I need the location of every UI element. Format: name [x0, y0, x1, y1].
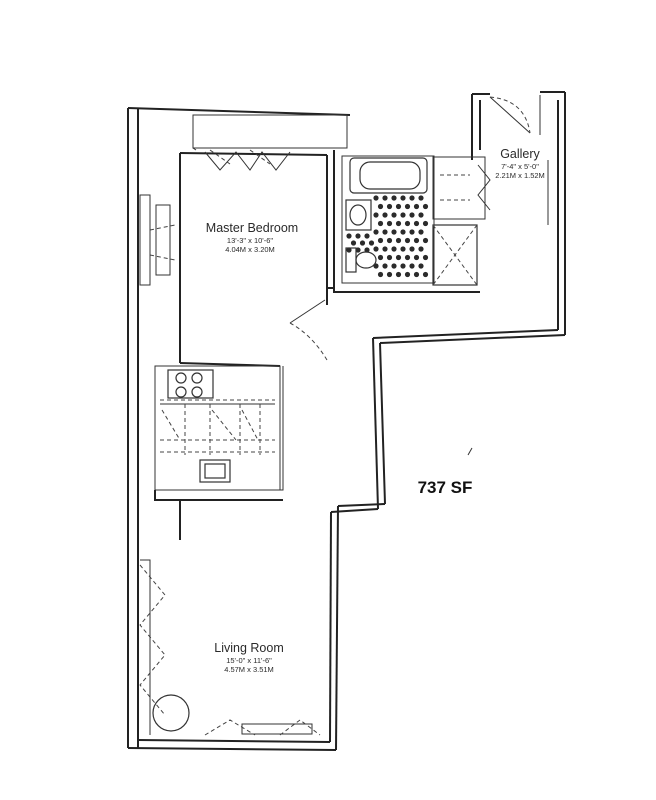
kitchen	[154, 365, 284, 540]
north-tick	[467, 447, 473, 456]
floor-tile	[386, 237, 393, 244]
floor-tile	[382, 246, 388, 252]
floor-tile	[382, 212, 388, 218]
floor-tile	[391, 229, 397, 235]
floor-tile	[413, 237, 420, 244]
living-room-name: Living Room	[214, 641, 283, 655]
floor-tile	[350, 240, 357, 246]
floor-tile	[400, 229, 406, 235]
living-room	[139, 559, 321, 736]
floor-tile	[404, 237, 411, 244]
floor-tile	[400, 263, 406, 269]
master-bedroom-name: Master Bedroom	[206, 221, 298, 235]
floor-tile	[373, 229, 379, 235]
floor-tile	[377, 220, 384, 227]
floor-tile	[386, 254, 393, 261]
floor-tile	[413, 220, 420, 227]
floor-tile	[409, 212, 415, 218]
floor-tile	[413, 271, 420, 278]
floor-tile	[373, 246, 379, 252]
gallery-name: Gallery	[500, 147, 540, 161]
floor-tile	[377, 271, 384, 278]
floor-tile	[377, 254, 384, 261]
floor-tile	[391, 263, 397, 269]
floor-tile	[422, 220, 429, 227]
floor-tile	[404, 271, 411, 278]
floor-tile	[395, 271, 402, 278]
bathroom-tiles	[346, 195, 429, 278]
floor-tile	[377, 203, 384, 210]
floor-tile	[418, 246, 424, 252]
master-bedroom-dimensions: 13'-3" x 10'-6"	[227, 236, 273, 245]
floor-tile	[409, 195, 415, 201]
floor-tile	[413, 254, 420, 261]
floor-tile	[364, 233, 370, 239]
floor-tile	[395, 237, 402, 244]
floor-tile	[404, 220, 411, 227]
floor-tile	[368, 240, 375, 246]
floor-tile	[418, 212, 424, 218]
floor-tile	[422, 254, 429, 261]
floor-tile	[400, 212, 406, 218]
floor-tile	[418, 195, 424, 201]
gallery-metric: 2.21M x 1.52M	[495, 171, 545, 180]
living-room-label: Living Room 15'-0" x 11'-6" 4.57M x 3.51…	[214, 641, 283, 674]
floor-tile	[404, 203, 411, 210]
master-bedroom-metric: 4.04M x 3.20M	[225, 245, 275, 254]
floor-tile	[418, 263, 424, 269]
floor-tile	[355, 233, 361, 239]
floor-tile	[391, 195, 397, 201]
floor-tile	[377, 237, 384, 244]
floor-tile	[382, 195, 388, 201]
bathroom	[333, 150, 491, 293]
master-bedroom-walls	[139, 114, 348, 367]
living-room-metric: 4.57M x 3.51M	[224, 665, 274, 674]
floor-tile	[382, 229, 388, 235]
floor-tile	[346, 247, 352, 253]
floor-tile	[364, 247, 370, 253]
floor-tile	[409, 263, 415, 269]
exterior-walls	[127, 91, 566, 751]
floor-tile	[395, 220, 402, 227]
floor-tile	[422, 203, 429, 210]
floor-tile	[404, 254, 411, 261]
floor-tile	[382, 263, 388, 269]
floor-tile	[386, 271, 393, 278]
living-room-dimensions: 15'-0" x 11'-6"	[226, 656, 272, 665]
floor-tile	[346, 233, 352, 239]
area-label: 737 SF	[418, 478, 473, 497]
gallery-door	[489, 95, 549, 225]
floor-tile	[391, 212, 397, 218]
floor-tile	[422, 237, 429, 244]
floor-tile	[395, 203, 402, 210]
floor-tile	[355, 247, 361, 253]
floor-tile	[359, 240, 366, 246]
floor-tile	[386, 203, 393, 210]
floor-tile	[400, 195, 406, 201]
floor-tile	[422, 271, 429, 278]
floor-tile	[418, 229, 424, 235]
gallery-dimensions: 7'-4" x 5'-0"	[501, 162, 539, 171]
floor-tile	[409, 246, 415, 252]
floor-tile	[373, 195, 379, 201]
floor-tile	[391, 246, 397, 252]
floor-tile	[400, 246, 406, 252]
floor-tile	[386, 220, 393, 227]
floor-tile	[395, 254, 402, 261]
gallery-label: Gallery 7'-4" x 5'-0" 2.21M x 1.52M	[495, 147, 545, 180]
floor-tile	[409, 229, 415, 235]
floor-tile	[373, 212, 379, 218]
master-bedroom-label: Master Bedroom 13'-3" x 10'-6" 4.04M x 3…	[206, 221, 298, 254]
floor-tile	[413, 203, 420, 210]
